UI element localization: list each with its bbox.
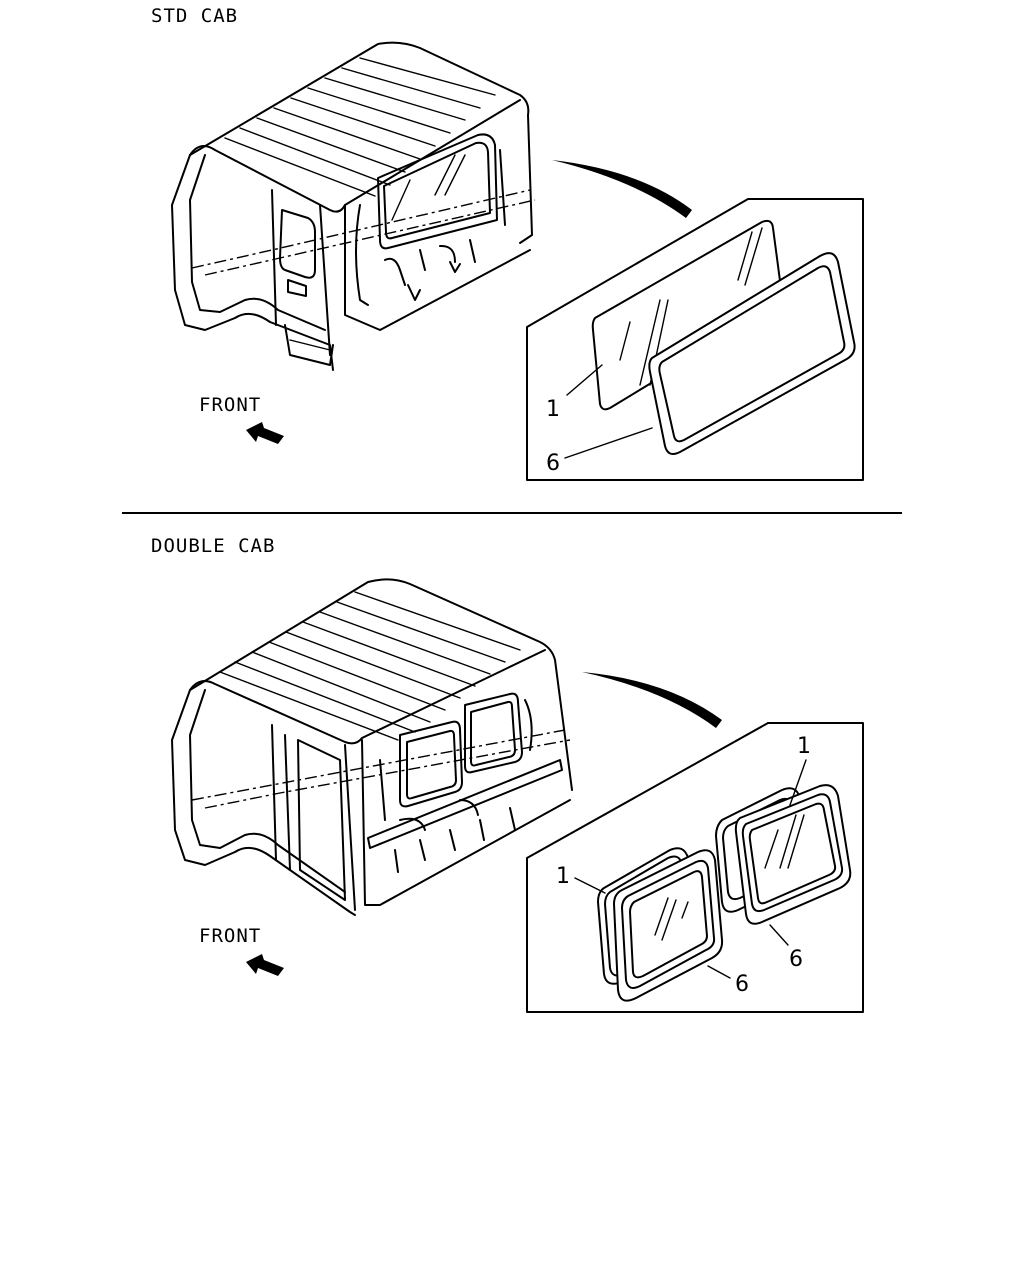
- double-cab-illustration: [171, 578, 573, 916]
- front-arrow-icon: [246, 954, 284, 976]
- pointer-arrow-icon: [552, 160, 692, 218]
- front-label: FRONT: [199, 394, 261, 416]
- section-title: STD CAB: [151, 5, 238, 27]
- callout-weatherstrip-label: 6: [546, 451, 560, 476]
- callout-weatherstrip-right-label: 6: [789, 947, 803, 972]
- section-std-cab: STD CAB: [151, 5, 864, 481]
- callout-glass-left-label: 1: [556, 864, 570, 889]
- front-arrow-icon: [246, 422, 284, 444]
- section-double-cab: DOUBLE CAB: [151, 535, 864, 1013]
- double-cab-detail-box: 1 1 6 6: [526, 722, 864, 1013]
- section-title: DOUBLE CAB: [151, 535, 275, 557]
- std-cab-detail-box: 1 6: [526, 198, 864, 481]
- callout-glass-label: 1: [546, 397, 560, 422]
- pointer-arrow-icon: [582, 672, 722, 728]
- callout-glass-right-label: 1: [797, 734, 811, 759]
- front-label: FRONT: [199, 925, 261, 947]
- callout-weatherstrip-left-label: 6: [735, 972, 749, 997]
- std-cab-illustration: [171, 41, 536, 371]
